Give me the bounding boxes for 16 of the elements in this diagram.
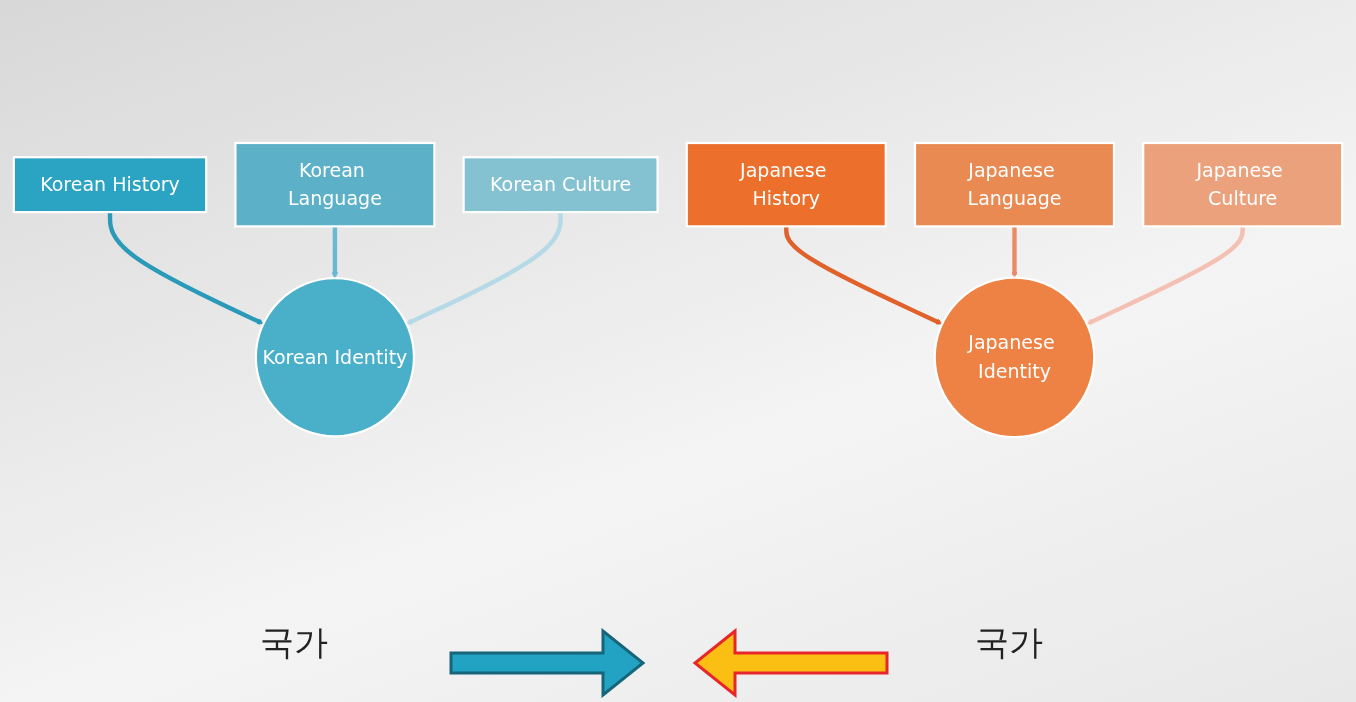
label-text: 국가: [975, 621, 1043, 664]
arrow: [1011, 226, 1018, 278]
arrow: [784, 226, 943, 325]
arrow: [107, 212, 264, 325]
label-text: 국가: [260, 621, 328, 664]
node-box: Korean History: [12, 156, 208, 214]
node-circle: Japanese Identity: [933, 276, 1096, 439]
arrow: [1086, 226, 1245, 325]
node-box: Japanese Culture: [1142, 141, 1344, 228]
node-box: Korean Culture: [462, 156, 659, 214]
node-circle: Korean Identity: [254, 277, 416, 438]
arrow: [331, 226, 339, 279]
node-box: Japanese Language: [913, 141, 1116, 228]
arrow: [406, 212, 563, 325]
node-box: Korean Language: [234, 141, 436, 228]
node-box: Japanese History: [685, 141, 887, 228]
